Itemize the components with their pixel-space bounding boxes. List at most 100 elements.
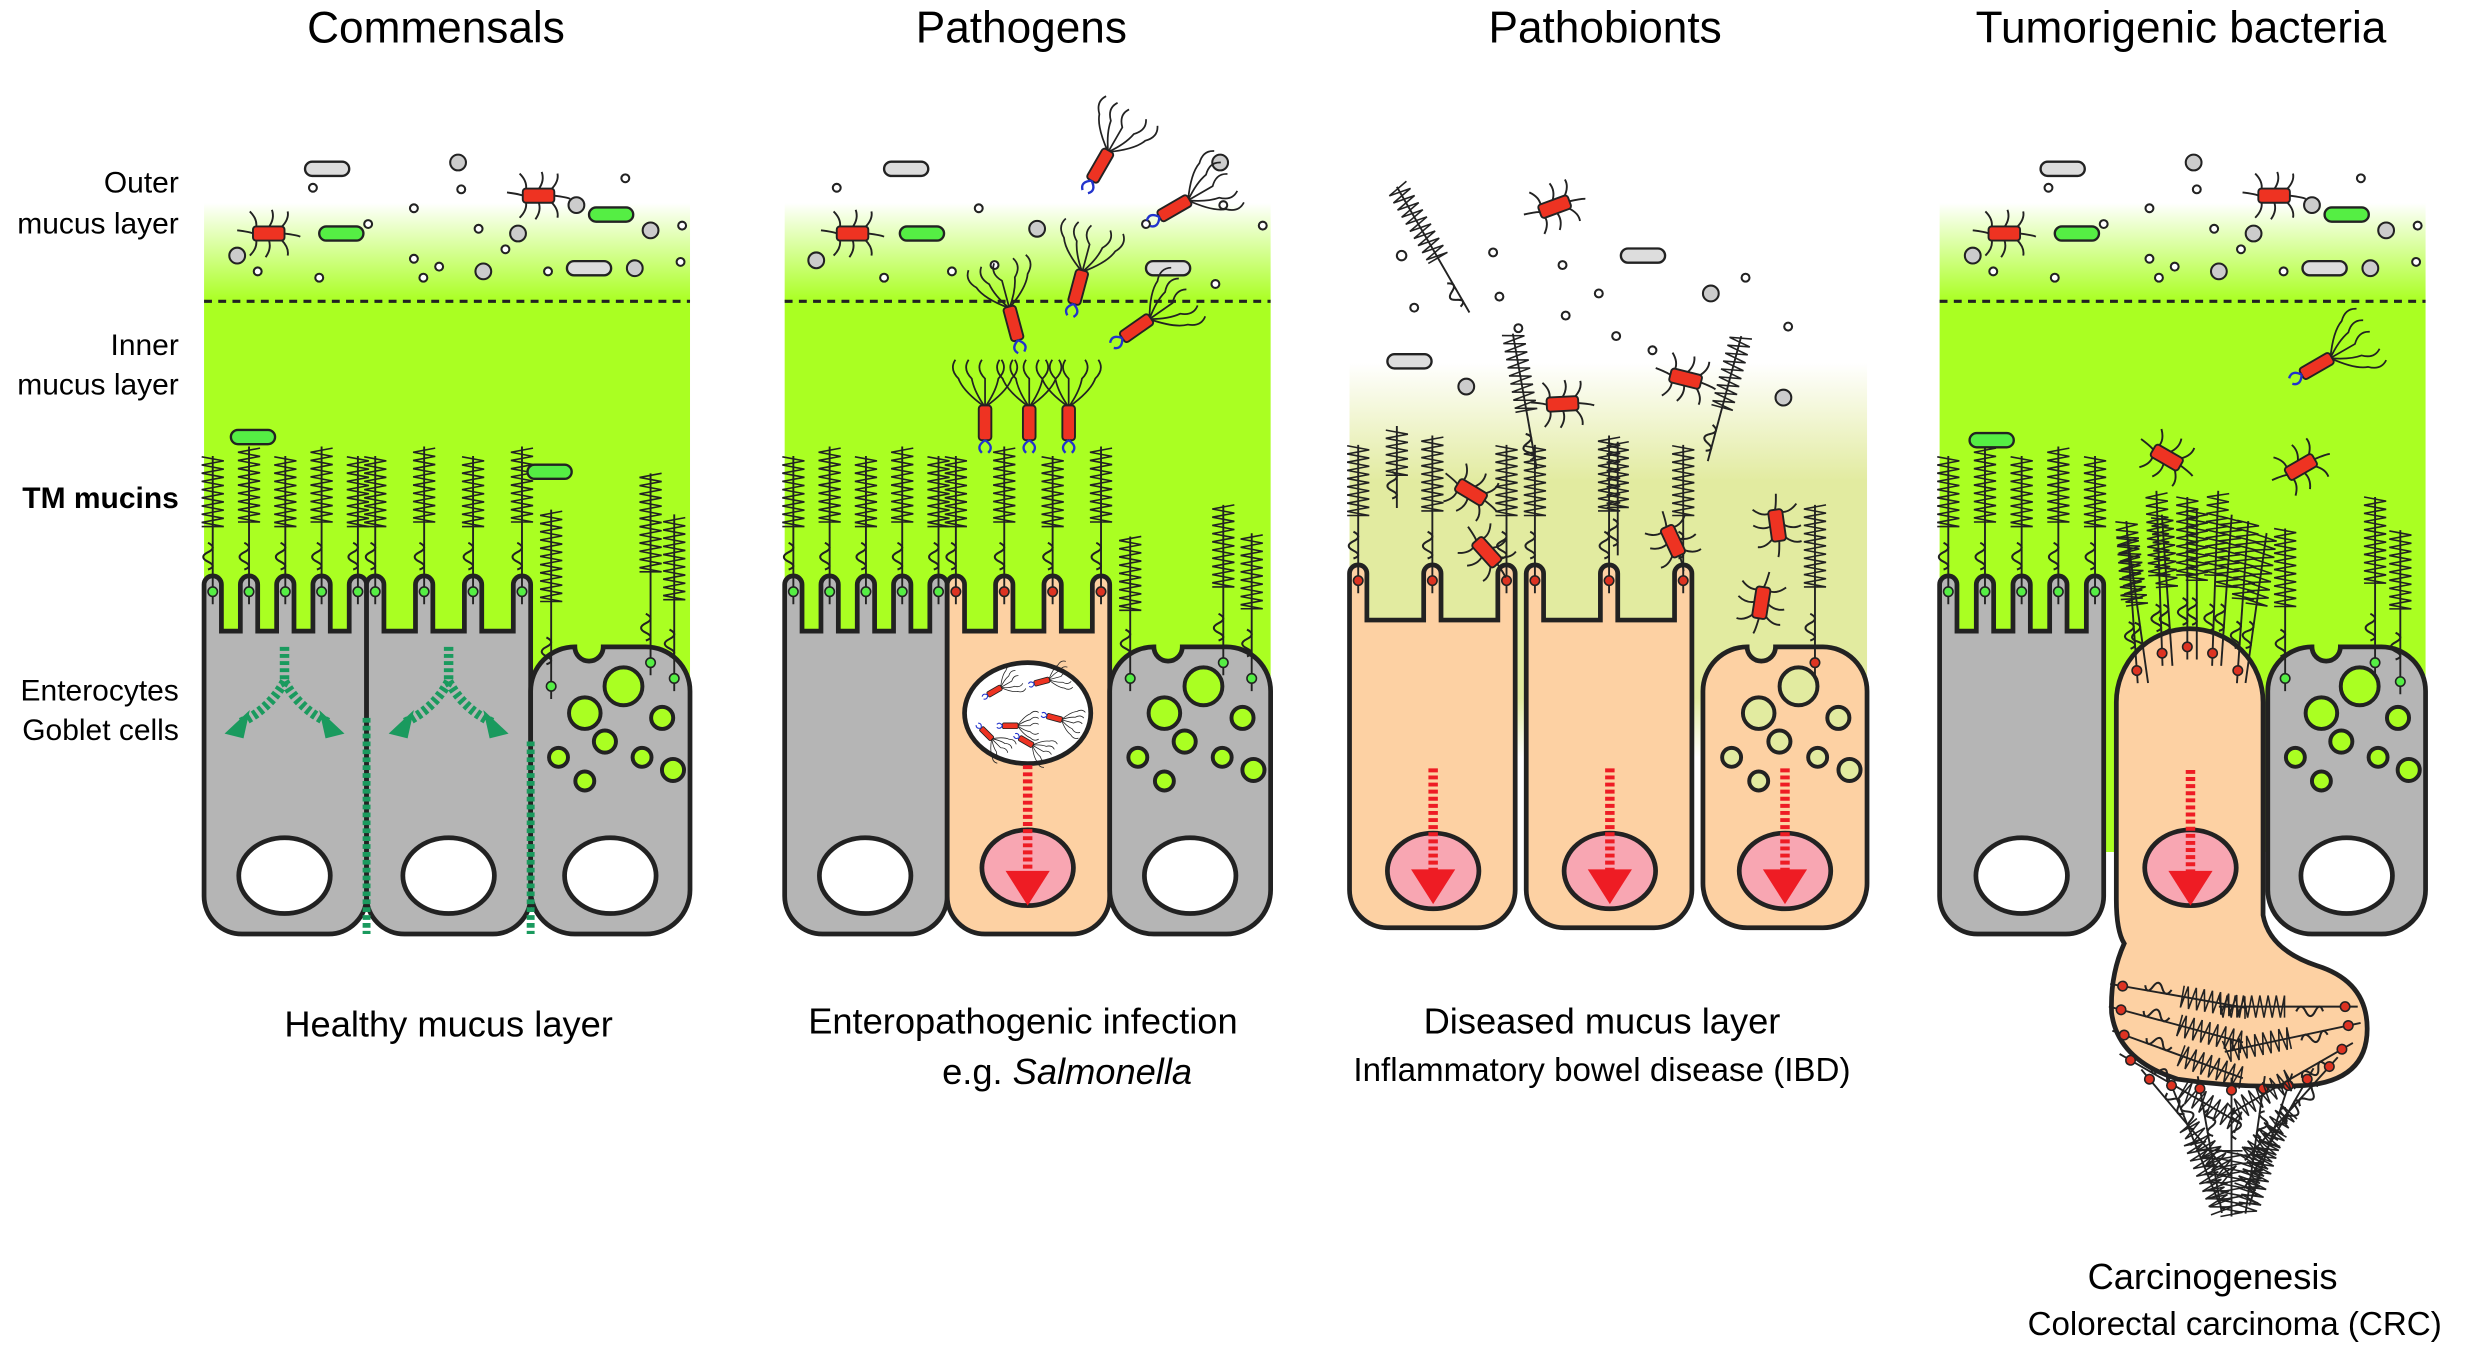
flagellum	[1081, 224, 1093, 273]
pathogen-bacterium	[1060, 217, 1125, 318]
glycosylated-brush	[364, 456, 387, 528]
mucus-particle	[2098, 219, 2109, 230]
injectisome	[1013, 732, 1020, 740]
tm-mucin	[2241, 532, 2277, 684]
sea-domain	[2158, 603, 2171, 633]
tm-mucin	[2047, 446, 2070, 605]
pili	[1563, 178, 1568, 197]
sea-domain	[2180, 1103, 2195, 1131]
glycosylated-brush	[2145, 492, 2171, 577]
pathobiont-bacterium	[1523, 178, 1586, 235]
tm-mucin	[2203, 490, 2230, 666]
mucin-anchor	[824, 586, 836, 598]
flagellum	[991, 737, 1017, 745]
glycosylated-brush	[1041, 456, 1064, 528]
pathobiont-bacterium	[1644, 510, 1702, 572]
glycosylated-brush	[510, 447, 534, 523]
flagellum	[1081, 230, 1113, 273]
bacterium-body	[835, 225, 870, 242]
sea-domain	[202, 541, 214, 571]
mucus-particle	[456, 184, 467, 195]
pathogen-bacterium	[1145, 150, 1245, 228]
bacterium-body	[2298, 352, 2335, 380]
inert-bacterium-rod	[882, 160, 930, 178]
pathogen-bacterium	[996, 359, 1063, 454]
mucin-anchor	[2143, 1073, 2155, 1085]
mucin-granule	[2338, 665, 2381, 708]
mucin-anchor	[467, 586, 479, 598]
mucin-granule	[1210, 745, 1234, 769]
sea-domain	[2176, 597, 2189, 626]
mucin-anchor	[2166, 1079, 2178, 1092]
mucin-anchor	[1352, 575, 1364, 587]
pathogen-bacterium	[2288, 307, 2387, 386]
mucus-particle	[2209, 262, 2228, 281]
mucin-anchor	[2181, 641, 2193, 653]
glycosylated-brush	[2175, 1014, 2243, 1054]
bacterium-body	[1545, 395, 1580, 413]
tm-mucin	[1703, 335, 1753, 462]
flagellum	[979, 266, 1010, 309]
mucin-granule	[1146, 695, 1183, 731]
mucin-anchor	[787, 586, 799, 598]
bacterium-body	[1061, 404, 1076, 442]
mucin-anchor	[2131, 665, 2143, 677]
flagellum	[1187, 173, 1228, 202]
mucin-granule	[2303, 695, 2340, 731]
glycosylated-brush	[2236, 1103, 2298, 1166]
enterocyte-cell	[201, 446, 370, 937]
mucus-particle	[675, 256, 686, 267]
sea-domain	[364, 541, 377, 571]
inert-bacterium-rod	[2039, 160, 2086, 178]
label-outer: Outer	[104, 166, 179, 199]
flagellum	[1048, 666, 1068, 681]
sea-domain	[1386, 470, 1398, 500]
enterocyte-cell	[1347, 435, 1518, 931]
mucin-granule	[2309, 769, 2333, 793]
sea-domain	[540, 636, 553, 666]
mucus-particle	[1647, 345, 1658, 356]
tm-mucin	[412, 446, 436, 605]
pathobiont-bacterium	[1457, 523, 1517, 582]
sea-domain	[1119, 628, 1132, 658]
pathogen-bacterium	[1035, 359, 1102, 454]
flagellum	[992, 263, 1011, 309]
mucin-anchor	[1529, 575, 1541, 587]
pili	[554, 194, 571, 200]
pili	[1752, 618, 1760, 634]
sea-domain	[2274, 628, 2287, 658]
pathobiont-bacterium	[2271, 437, 2330, 496]
mucus-particle	[879, 272, 890, 283]
flagellum	[1008, 257, 1019, 309]
glycosylated-brush	[2010, 456, 2033, 528]
sea-domain	[2214, 603, 2227, 632]
flagellum	[1032, 740, 1058, 746]
mucin-anchor	[950, 586, 962, 598]
mucus-particle	[1963, 246, 1982, 265]
flagellum	[990, 738, 998, 764]
pathogen-bacterium	[996, 710, 1039, 741]
flagellum	[1035, 359, 1070, 408]
glycosylated-brush	[1388, 180, 1448, 265]
pili	[1543, 216, 1548, 235]
glycosylated-brush	[1501, 334, 1538, 414]
injectisome	[1080, 179, 1095, 195]
panel-title-tumorigenic: Tumorigenic bacteria	[1976, 4, 2387, 53]
glycosylated-brush	[2273, 527, 2297, 608]
arrow-head	[388, 710, 414, 739]
panel-title-pathobionts: Pathobionts	[1489, 4, 1722, 53]
glycosylated-brush	[1937, 456, 1960, 528]
mucin-anchor	[2279, 672, 2291, 684]
mucin-anchor	[896, 586, 908, 598]
flagellum	[1017, 725, 1039, 741]
mucus-particle	[567, 196, 586, 215]
flagellum	[1032, 744, 1052, 755]
mucin-anchor	[2323, 1061, 2335, 1073]
mucin-anchor	[1217, 657, 1229, 669]
bacterium-body	[2149, 443, 2184, 472]
tm-mucin	[891, 446, 914, 605]
mucus-particle	[2184, 153, 2203, 172]
injectisome	[981, 693, 989, 700]
sea-domain	[2300, 1060, 2326, 1078]
inert-bacterium-rod	[565, 259, 613, 277]
